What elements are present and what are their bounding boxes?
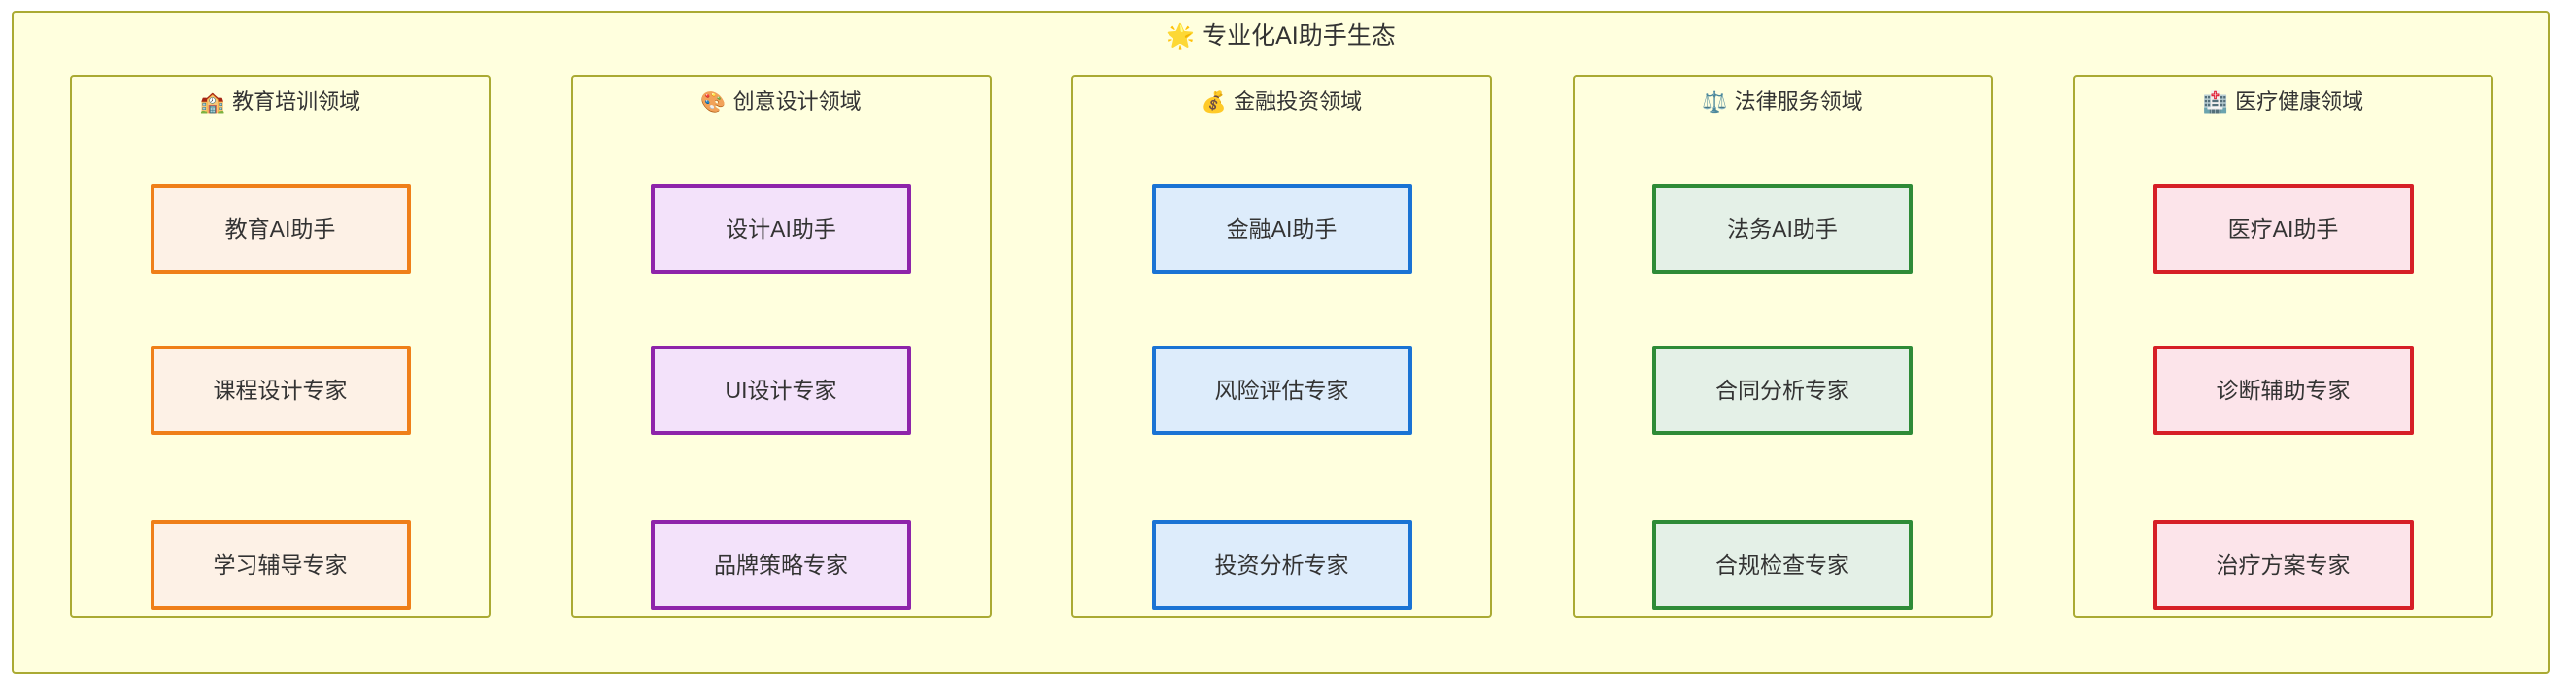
agent-node-expert[interactable]: 治疗方案专家 bbox=[2152, 520, 2414, 610]
domain-header-education: 🏫 教育培训领域 bbox=[200, 88, 360, 116]
agent-node-expert[interactable]: UI设计专家 bbox=[651, 346, 911, 435]
agent-node-primary[interactable]: 医疗AI助手 bbox=[2152, 184, 2414, 274]
domain-column-medical[interactable]: 🏥 医疗健康领域 医疗AI助手 诊断辅助专家 治疗方案专家 bbox=[2073, 75, 2493, 618]
node-stack-education: 教育AI助手 课程设计专家 学习辅导专家 bbox=[72, 116, 489, 616]
agent-node-expert[interactable]: 合同分析专家 bbox=[1652, 346, 1913, 435]
domain-header-label: 法律服务领域 bbox=[1734, 89, 1863, 114]
agent-node-primary[interactable]: 教育AI助手 bbox=[150, 184, 411, 274]
agent-node-primary[interactable]: 设计AI助手 bbox=[651, 184, 911, 274]
school-icon: 🏫 bbox=[199, 91, 226, 114]
ecosystem-container: 🌟 专业化AI助手生态 🏫 教育培训领域 教育AI助手 课程设计专家 学习辅导专家 … bbox=[12, 11, 2550, 674]
domain-header-medical: 🏥 医疗健康领域 bbox=[2203, 88, 2363, 116]
domain-column-finance[interactable]: 💰 金融投资领域 金融AI助手 风险评估专家 投资分析专家 bbox=[1071, 75, 1492, 618]
artist-palette-icon: 🎨 bbox=[700, 91, 727, 114]
diagram-title: 🌟 专业化AI助手生态 bbox=[14, 20, 2548, 52]
agent-node-expert[interactable]: 诊断辅助专家 bbox=[2152, 346, 2414, 435]
diagram-title-text: 专业化AI助手生态 bbox=[1203, 22, 1396, 50]
domain-column-legal[interactable]: ⚖️ 法律服务领域 法务AI助手 合同分析专家 合规检查专家 bbox=[1572, 75, 1993, 618]
hospital-icon: 🏥 bbox=[2202, 91, 2229, 114]
domain-column-education[interactable]: 🏫 教育培训领域 教育AI助手 课程设计专家 学习辅导专家 bbox=[70, 75, 491, 618]
domain-header-label: 教育培训领域 bbox=[232, 89, 361, 114]
agent-node-primary[interactable]: 法务AI助手 bbox=[1652, 184, 1913, 274]
domain-header-label: 金融投资领域 bbox=[1234, 89, 1363, 114]
domain-header-legal: ⚖️ 法律服务领域 bbox=[1702, 88, 1862, 116]
domain-column-design[interactable]: 🎨创意设计领域 设计AI助手 UI设计专家 品牌策略专家 bbox=[570, 75, 992, 618]
money-bag-icon: 💰 bbox=[1201, 91, 1228, 114]
agent-node-expert[interactable]: 学习辅导专家 bbox=[150, 520, 411, 610]
agent-node-expert[interactable]: 课程设计专家 bbox=[150, 346, 411, 435]
node-stack-legal: 法务AI助手 合同分析专家 合规检查专家 bbox=[1575, 116, 1991, 616]
node-stack-design: 设计AI助手 UI设计专家 品牌策略专家 bbox=[573, 116, 990, 616]
domain-header-finance: 💰 金融投资领域 bbox=[1202, 88, 1362, 116]
domain-header-label: 医疗健康领域 bbox=[2235, 89, 2364, 114]
domain-header-label: 创意设计领域 bbox=[732, 89, 862, 114]
star-glowing-icon: 🌟 bbox=[1166, 23, 1196, 50]
agent-node-expert[interactable]: 投资分析专家 bbox=[1151, 520, 1412, 610]
agent-node-expert[interactable]: 风险评估专家 bbox=[1151, 346, 1412, 435]
agent-node-expert[interactable]: 品牌策略专家 bbox=[651, 520, 911, 610]
balance-scale-icon: ⚖️ bbox=[1702, 91, 1728, 114]
domain-header-design: 🎨创意设计领域 bbox=[700, 88, 861, 116]
agent-node-primary[interactable]: 金融AI助手 bbox=[1151, 184, 1412, 274]
node-stack-finance: 金融AI助手 风险评估专家 投资分析专家 bbox=[1073, 116, 1490, 616]
agent-node-expert[interactable]: 合规检查专家 bbox=[1652, 520, 1913, 610]
node-stack-medical: 医疗AI助手 诊断辅助专家 治疗方案专家 bbox=[2075, 116, 2491, 616]
domain-columns-row: 🏫 教育培训领域 教育AI助手 课程设计专家 学习辅导专家 🎨创意设计领域 设计A… bbox=[70, 75, 2493, 618]
